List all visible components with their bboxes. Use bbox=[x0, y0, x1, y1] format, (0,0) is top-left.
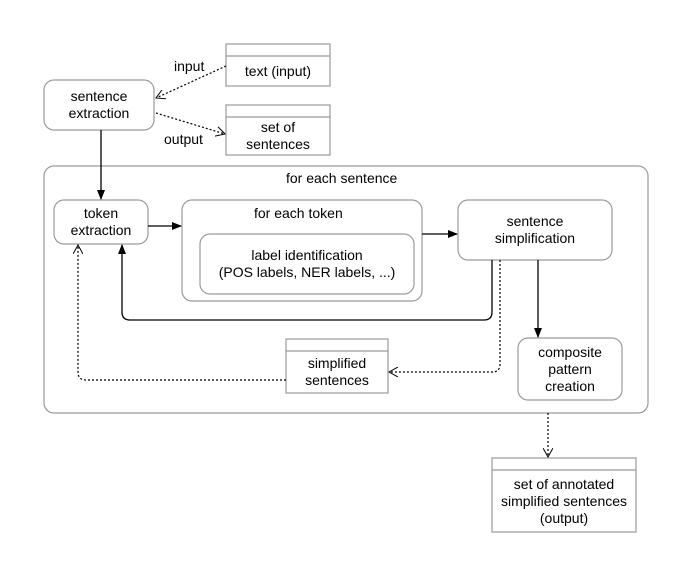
sentence-simplification-label: sentence simplification bbox=[494, 213, 576, 246]
token-extraction-label: token extraction bbox=[70, 205, 132, 238]
sentence-extraction-box bbox=[43, 79, 155, 131]
composite-pattern-creation-label: composite pattern creation bbox=[538, 343, 602, 394]
sentence-extraction-label: sentence extraction bbox=[68, 88, 130, 121]
for-each-sentence-group bbox=[43, 165, 649, 414]
for-each-token-group bbox=[181, 199, 423, 302]
label-identification-label: label identification (POS labels, NER la… bbox=[218, 247, 396, 280]
token-extraction-box bbox=[53, 199, 149, 245]
arrow-input-to-sentence-extraction bbox=[156, 65, 227, 98]
for-each-sentence-title: for each sentence bbox=[286, 170, 398, 186]
set-of-sentences-label: set of sentences bbox=[246, 119, 310, 152]
text-input-label: text (input) bbox=[244, 62, 312, 79]
edge-label-input: input bbox=[174, 58, 205, 74]
label-identification-box bbox=[199, 233, 415, 295]
arrow-simplification-to-simplified-sentences bbox=[389, 260, 501, 372]
for-each-token-title: for each token bbox=[254, 205, 343, 221]
set-of-sentences-store bbox=[225, 104, 331, 156]
simplified-sentences-store bbox=[285, 338, 389, 394]
arrow-simplified-sentences-to-token bbox=[78, 245, 286, 381]
text-input-store bbox=[225, 43, 331, 87]
composite-pattern-creation-box bbox=[517, 337, 623, 401]
sentence-simplification-box bbox=[457, 199, 613, 261]
arrow-simplification-loop-back bbox=[118, 244, 493, 321]
annotated-output-store bbox=[491, 457, 637, 533]
arrow-sentence-extraction-to-output bbox=[155, 112, 225, 134]
annotated-output-label: set of annotated simplified sentences (o… bbox=[500, 475, 628, 526]
edge-label-output: output bbox=[164, 131, 203, 147]
simplified-sentences-label: simplified sentences bbox=[305, 355, 369, 388]
